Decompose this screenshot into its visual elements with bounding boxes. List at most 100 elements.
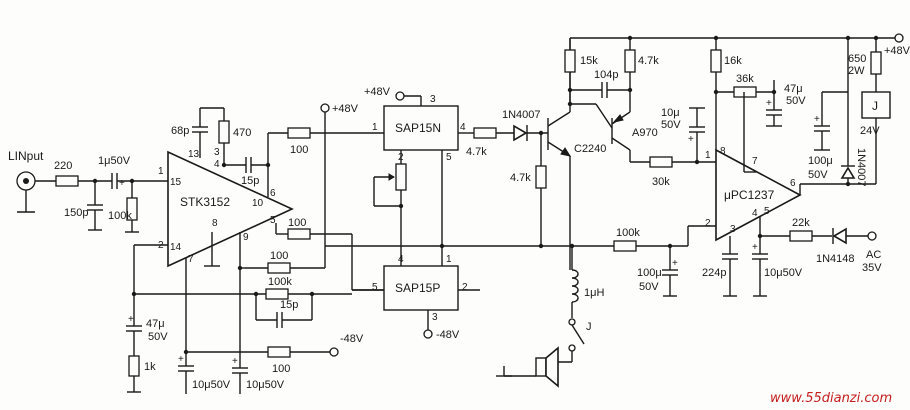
relay-voltage: 24V <box>860 125 880 137</box>
svg-text:+: + <box>232 356 238 367</box>
r100k-mid <box>613 240 637 252</box>
sapp-pin-1: 1 <box>446 254 452 265</box>
c68p-label: 68p <box>171 125 189 137</box>
c47u50-v-label: 50V <box>148 331 168 343</box>
r36k <box>733 86 757 98</box>
r22k-label: 22k <box>792 217 810 229</box>
r100-a <box>287 127 311 139</box>
l1uh-label: 1μH <box>584 287 604 299</box>
r100-d-label: 100 <box>272 363 290 375</box>
c10u50-a-label: 10μ50V <box>192 379 231 391</box>
ac-label-1: AC <box>866 249 881 261</box>
c15p-a-label: 15p <box>241 175 259 187</box>
stk-pin-4: 4 <box>214 159 220 170</box>
r100-c-label: 100 <box>270 250 288 262</box>
upc-pin-8: 8 <box>720 146 726 157</box>
svg-text:+: + <box>752 242 758 253</box>
c100u-b-v-label: 50V <box>639 281 659 293</box>
c15p-b-label: 15p <box>280 299 298 311</box>
c100u-v-label: 50V <box>808 169 828 181</box>
upc-pin-2: 2 <box>705 218 711 229</box>
sap15p-label: SAP15P <box>395 281 440 295</box>
svg-text:+: + <box>766 98 772 109</box>
stk-pin-9: 9 <box>243 232 249 243</box>
c10u-d-label: 10μ50V <box>764 267 803 279</box>
c1u50-label: 1μ50V <box>98 155 131 167</box>
sap15n-chip <box>383 105 459 151</box>
c224p-label: 224p <box>702 267 726 279</box>
stk-pin-13: 13 <box>188 149 200 160</box>
watermark-logo: www.55dianzi.com <box>770 391 892 406</box>
stk3152-label: STK3152 <box>180 195 230 209</box>
input-label: LINput <box>8 149 44 163</box>
r100-c <box>267 262 291 274</box>
c100u-label: 100μ <box>808 155 833 167</box>
c47u50-label: 47μ <box>146 318 165 330</box>
r4-7k-c-label: 4.7k <box>638 55 659 67</box>
stk-pin-6: 6 <box>270 188 276 199</box>
sapp-pin-5: 5 <box>372 282 378 293</box>
c104p-label: 104p <box>594 69 618 81</box>
diode-1n4007-a: 1N4007 <box>502 109 541 121</box>
stk-pin-7: 7 <box>188 254 194 265</box>
svg-text:+: + <box>688 134 694 145</box>
sap15p-chip <box>383 265 459 311</box>
c100u-b-label: 100μ <box>637 267 662 279</box>
c10u-c-label: 10μ <box>661 107 680 119</box>
r100k-in-label: 100k <box>108 210 132 222</box>
r4-7k-b <box>535 165 547 189</box>
bias-pot <box>395 163 407 191</box>
speaker-icon <box>535 346 559 388</box>
upc-pin-7: 7 <box>752 156 758 167</box>
rail-plus48-c: +48V <box>884 45 910 57</box>
c47u-b-label: 47μ <box>784 83 803 95</box>
upc1237-label: μPC1237 <box>724 188 775 202</box>
c10u-c-v-label: 50V <box>661 119 681 131</box>
rail-minus48-b: -48V <box>436 329 460 341</box>
r16k-label: 16k <box>724 55 742 67</box>
stk-pin-14: 14 <box>170 242 182 253</box>
upc-pin-5: 5 <box>764 206 770 217</box>
sapp-pin-3: 3 <box>432 312 438 323</box>
stk-pin-10: 10 <box>252 198 264 209</box>
upc1237-protection <box>715 148 802 242</box>
rail-plus48-b: +48V <box>364 86 391 98</box>
r30k-label: 30k <box>652 176 670 188</box>
r650-label: 650 <box>848 53 866 65</box>
r100-a-label: 100 <box>290 144 308 156</box>
upc-pin-6: 6 <box>790 178 796 189</box>
transistor-c2240: C2240 <box>574 143 606 155</box>
sapn-pin-5: 5 <box>446 152 452 163</box>
upc-pin-4: 4 <box>752 208 758 219</box>
r100-b-label: 100 <box>288 217 306 229</box>
sapn-pin-4: 4 <box>460 122 466 133</box>
stk3152-amplifier <box>167 150 294 268</box>
r36k-label: 36k <box>736 73 754 85</box>
upc-pin-3: 3 <box>730 224 736 235</box>
stk-pin-5: 5 <box>270 215 276 226</box>
r4-7k-a <box>473 127 497 139</box>
c150p-label: 150p <box>64 207 88 219</box>
relay-switch-label: J <box>586 321 592 333</box>
stk-pin-3: 3 <box>214 147 220 158</box>
c10u50-b-label: 10μ50V <box>246 379 285 391</box>
diode-1n4007-b: 1N4007 <box>855 148 867 187</box>
r22k <box>789 230 813 242</box>
upc-pin-1: 1 <box>705 150 711 161</box>
stk-pin-15: 15 <box>170 177 182 188</box>
stk-pin-1: 1 <box>158 166 164 177</box>
sapn-pin-3: 3 <box>430 94 436 105</box>
svg-text:+: + <box>119 178 125 189</box>
r650 <box>870 51 882 75</box>
svg-text:+: + <box>672 258 678 269</box>
relay-label: J <box>872 99 878 113</box>
r30k <box>649 156 673 168</box>
rail-plus48-a: +48V <box>332 103 359 115</box>
sapp-pin-2: 2 <box>462 282 468 293</box>
r15k-label: 15k <box>580 55 598 67</box>
r1k <box>128 355 140 377</box>
r16k <box>710 49 722 73</box>
r220 <box>55 175 79 187</box>
svg-text:+: + <box>178 354 184 365</box>
